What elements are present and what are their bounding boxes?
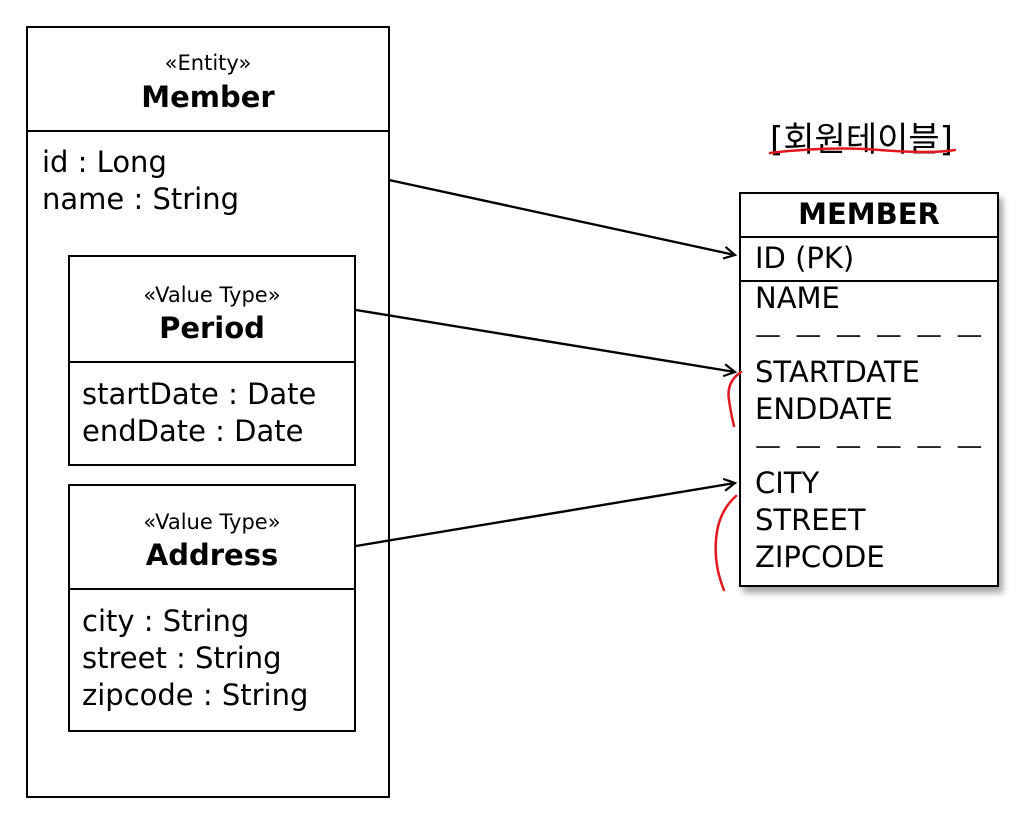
value-type-address-box: «Value Type» Address city : String stree… — [68, 484, 356, 732]
entity-field-name: name : String — [42, 182, 239, 216]
arrow-period-to-startdate — [355, 308, 735, 372]
entity-stereotype: «Entity» — [164, 51, 252, 75]
address-stereotype: «Value Type» — [143, 510, 281, 534]
address-field-street: street : String — [82, 641, 282, 675]
period-divider — [70, 361, 354, 363]
address-divider — [70, 588, 354, 590]
period-stereotype: «Value Type» — [143, 283, 281, 307]
member-table-pk: ID (PK) — [755, 241, 855, 275]
arrow-address-to-city — [355, 483, 735, 548]
period-name: Period — [159, 311, 265, 345]
member-table-columns: NAME — — — — — — STARTDATE ENDDATE — — —… — [755, 280, 997, 576]
address-name: Address — [145, 538, 279, 572]
address-fields: city : String street : String zipcode : … — [82, 603, 354, 714]
member-table-col-zipcode: ZIPCODE — [755, 540, 885, 574]
member-table-header-divider — [741, 236, 997, 238]
arrow-entity-to-pk — [388, 178, 735, 255]
period-fields: startDate : Date endDate : Date — [82, 376, 354, 450]
period-field-startdate: startDate : Date — [82, 377, 317, 411]
member-table-separator-2: — — — — — — — [755, 431, 986, 461]
member-table-col-name: NAME — [755, 281, 840, 315]
annotation-bracket-address — [714, 494, 738, 592]
entity-field-id: id : Long — [42, 145, 167, 179]
member-table-separator-1: — — — — — — — [755, 320, 986, 350]
entity-fields: id : Long name : String — [42, 144, 388, 218]
annotation-bracket-period — [727, 370, 743, 428]
table-caption: [회원테이블] — [770, 120, 953, 160]
member-table-name: MEMBER — [798, 197, 940, 231]
period-field-enddate: endDate : Date — [82, 414, 304, 448]
address-field-zipcode: zipcode : String — [82, 678, 309, 712]
member-table-col-startdate: STARTDATE — [755, 355, 920, 389]
member-table-col-enddate: ENDDATE — [755, 392, 893, 426]
entity-name: Member — [141, 80, 275, 114]
member-table-pk-divider — [741, 280, 997, 282]
member-table-col-city: CITY — [755, 466, 820, 500]
value-type-period-box: «Value Type» Period startDate : Date end… — [68, 255, 356, 466]
address-field-city: city : String — [82, 604, 250, 638]
member-table-box: MEMBER ID (PK) NAME — — — — — — STARTDAT… — [739, 192, 999, 587]
member-table-col-street: STREET — [755, 503, 866, 537]
annotation-strikethrough — [768, 147, 957, 155]
member-table-pk-row: ID (PK) — [755, 240, 997, 277]
entity-divider — [28, 130, 388, 132]
